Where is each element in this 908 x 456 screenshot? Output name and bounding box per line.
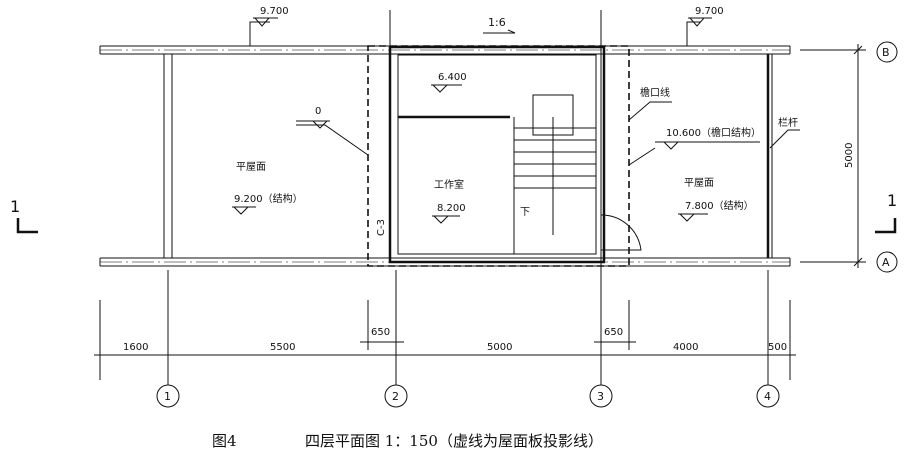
axis-lines <box>99 10 791 385</box>
dim-5000: 5000 <box>487 342 512 353</box>
stair <box>513 94 596 254</box>
horizontal-dimensions: 1600 5500 5000 4000 500 650 650 <box>94 327 796 356</box>
axis-1: 1 <box>164 390 171 403</box>
level-6400: 6.400 <box>438 72 467 83</box>
window-tag: C-3 <box>376 219 387 236</box>
level-zero: 0 <box>315 106 321 117</box>
section-marks: 1 1 <box>10 191 897 234</box>
section-left: 1 <box>10 197 20 216</box>
level-marks: 9.700 9.700 1:6 6.400 0 檐口线 10.600（檐口结构）… <box>232 6 800 236</box>
left-roof-level: 9.200（结构） <box>234 192 303 205</box>
right-roof-label: 平屋面 <box>684 177 714 189</box>
dim-500: 500 <box>768 342 787 353</box>
roof-level-left: 9.700 <box>260 6 289 17</box>
axis-a: A <box>882 256 890 269</box>
figure-title: 四层平面图 1：150（虚线为屋面板投影线） <box>305 432 603 450</box>
left-roof-label: 平屋面 <box>236 161 266 173</box>
eave-level: 10.600（檐口结构） <box>666 126 761 139</box>
studio-level: 8.200 <box>437 203 466 214</box>
vertical-dimension: 5000 B A <box>800 41 898 273</box>
offset-left: 650 <box>371 327 390 338</box>
axis-4: 4 <box>764 390 771 403</box>
dim-4000: 4000 <box>673 342 698 353</box>
figure-number: 图4 <box>212 432 237 450</box>
slope-label: 1:6 <box>488 16 506 29</box>
section-right: 1 <box>887 191 897 210</box>
dim-1600: 1600 <box>123 342 148 353</box>
axis-bubbles: 1 2 3 4 <box>156 384 780 408</box>
studio-label: 工作室 <box>434 178 464 191</box>
axis-2: 2 <box>392 390 399 403</box>
roof-level-right: 9.700 <box>695 6 724 17</box>
right-roof-level: 7.800（结构） <box>685 199 754 212</box>
vertical-dim-label: 5000 <box>844 143 855 168</box>
dim-5500: 5500 <box>270 342 295 353</box>
offset-right: 650 <box>604 327 623 338</box>
walls <box>99 45 791 267</box>
axis-3: 3 <box>597 390 604 403</box>
stair-down-label: 下 <box>520 207 530 218</box>
railing-label: 栏杆 <box>778 116 798 129</box>
eave-line-label: 檐口线 <box>640 86 670 99</box>
axis-b: B <box>882 46 890 59</box>
door-swing <box>600 214 642 251</box>
